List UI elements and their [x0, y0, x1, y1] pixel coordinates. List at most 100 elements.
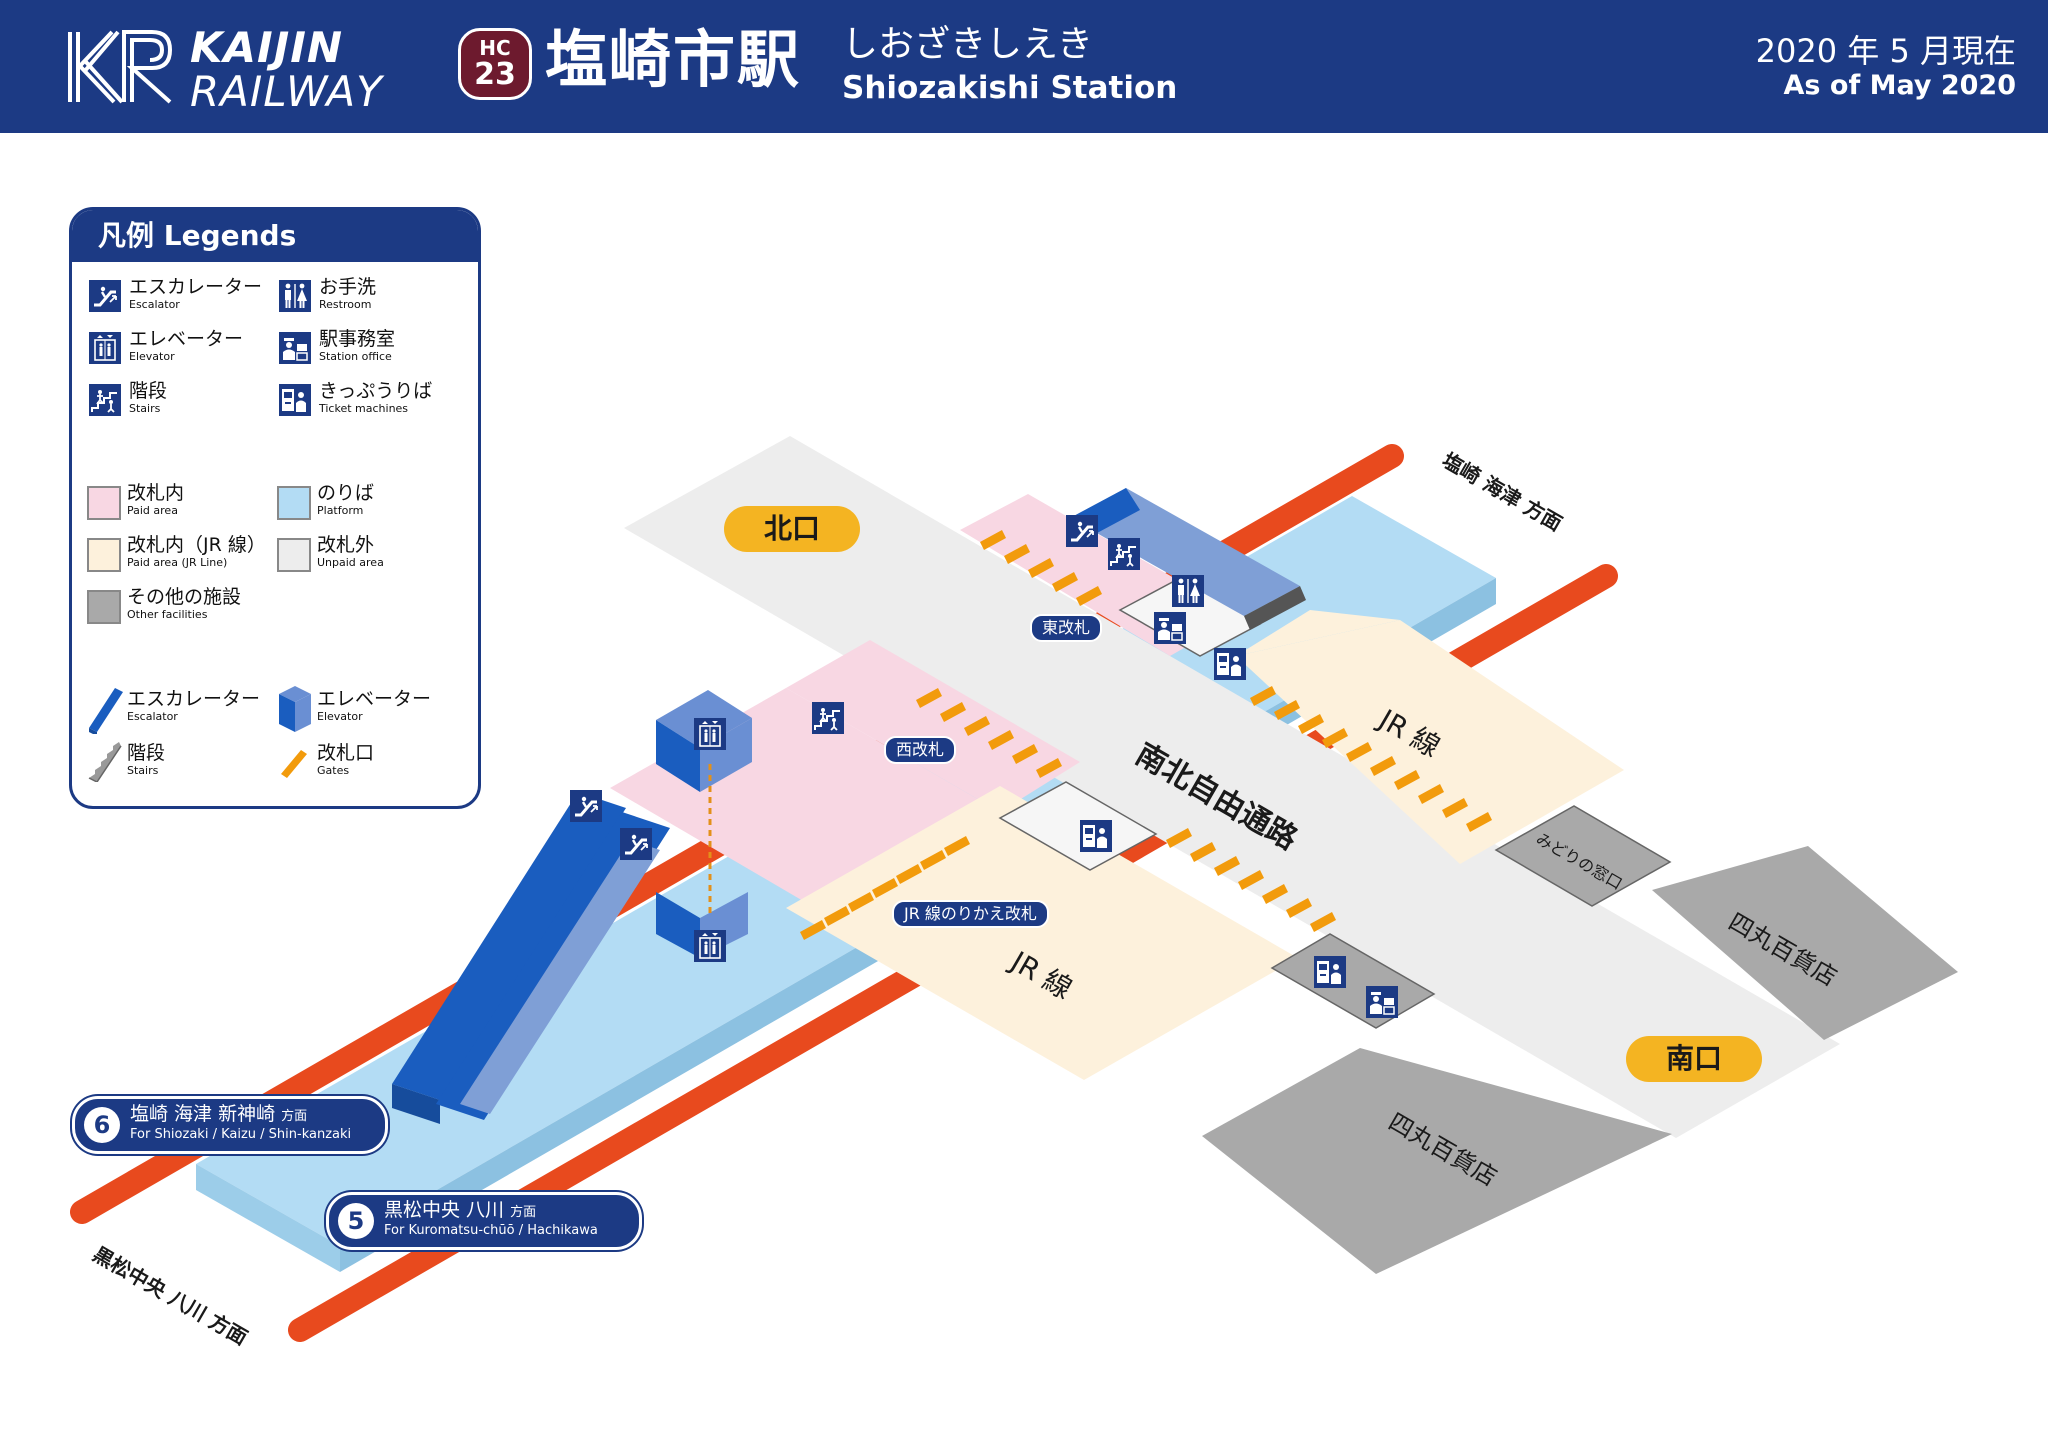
gate-row-jr-transfer — [800, 836, 970, 940]
escalator-2-rail — [460, 840, 660, 1114]
date-jp: 2020 年 5 月現在 — [1755, 32, 2016, 70]
header-bar: KAIJIN RAILWAY HC 23 塩崎市駅 しおざきしえき Shioza… — [0, 0, 2048, 133]
legend-other-en: Other facilities — [127, 608, 208, 621]
legend-stairs-model-en: Stairs — [127, 764, 159, 777]
legend-platform-jp: のりば — [317, 482, 375, 504]
legend-elev-model-jp: エレベーター — [317, 688, 432, 710]
platform-5-dest-jp: 黒松中央 八川 — [384, 1199, 505, 1221]
station-name-en: Shiozakishi Station — [842, 70, 1178, 106]
platform-5-dest-en: For Kuromatsu-chūō / Hachikawa — [384, 1223, 598, 1238]
platform-5-dest: 黒松中央 八川 方面 — [384, 1199, 536, 1224]
legend-gates-jp: 改札口 — [317, 742, 375, 764]
legend-restroom-en: Restroom — [319, 298, 372, 311]
dept-store-east — [1652, 846, 1958, 1040]
station-number-badge: HC 23 — [458, 28, 532, 100]
legend-paid-jp: 改札内 — [127, 482, 185, 504]
legend-gates-en: Gates — [317, 764, 350, 777]
legend-elevator-jp: エレベーター — [129, 328, 244, 350]
platform-5-tag: 5 黒松中央 八川 方面 For Kuromatsu-chūō / Hachik… — [326, 1192, 642, 1250]
platform-6-number: 6 — [84, 1107, 120, 1143]
ticket-machine-icon — [1214, 648, 1246, 680]
legend-paid-en: Paid area — [127, 504, 178, 517]
legend-stairs-en: Stairs — [129, 402, 161, 415]
elevator-icon — [694, 718, 726, 750]
paid-area-west-2 — [786, 640, 1080, 812]
escalator-1-side — [392, 1084, 440, 1124]
date-en: As of May 2020 — [1783, 70, 2016, 101]
ticket-area-box — [998, 781, 1158, 871]
escalator-icon — [570, 790, 602, 822]
legend-elevator-en: Elevator — [129, 350, 175, 363]
gate-model-icon — [281, 750, 307, 778]
west-gate-label: 西改札 — [884, 736, 957, 764]
jr-paid-area-south — [786, 786, 1298, 1080]
legend-restroom-jp: お手洗 — [319, 276, 377, 298]
escalator-1 — [392, 792, 626, 1100]
jr-transfer-gate-label: JR 線のりかえ改札 — [892, 900, 1049, 928]
stairs-icon — [89, 384, 121, 416]
gate-row-jr-south — [1166, 828, 1336, 932]
gate-row-west — [916, 688, 1062, 778]
station-office-icon — [279, 332, 311, 364]
station-number: 23 — [474, 57, 516, 92]
escalator-model-icon — [89, 688, 123, 734]
platform-6-suffix: 方面 — [281, 1109, 308, 1124]
jr-paid-area-north-2 — [1236, 610, 1400, 656]
legend-paid-jr-jp: 改札内（JR 線） — [127, 534, 266, 556]
midori-window-box — [1494, 805, 1672, 907]
legend-panel: 凡例 Legends エスカレーター Escalator お手洗 Restroo… — [69, 207, 481, 809]
legend-unpaid-jp: 改札外 — [317, 534, 375, 556]
concourse-unpaid-area — [624, 436, 1840, 1138]
legend-ticket-jp: きっぷうりば — [319, 380, 433, 402]
legend-elev-model-en: Elevator — [317, 710, 363, 723]
legend-office-en: Station office — [319, 350, 392, 363]
elevator-icon — [694, 930, 726, 962]
platform-5-suffix: 方面 — [510, 1205, 537, 1220]
brand-line1: KAIJIN — [190, 23, 344, 72]
legend-stairs-jp: 階段 — [129, 380, 168, 402]
station-name-kana: しおざきしえき — [842, 24, 1093, 65]
east-gate-label: 東改札 — [1030, 614, 1103, 642]
elevator-icon — [89, 332, 121, 364]
kaijin-railway-logo-icon — [68, 30, 173, 104]
legend-office-jp: 駅事務室 — [319, 328, 396, 350]
south-exit-label: 南口 — [1626, 1036, 1762, 1082]
legend-ticket-en: Ticket machines — [319, 402, 409, 415]
legend-esc-model-en: Escalator — [127, 710, 178, 723]
platform-swatch — [277, 486, 311, 520]
escalator-icon — [1066, 515, 1098, 547]
legend-paid-jr-en: Paid area (JR Line) — [127, 556, 228, 569]
north-exit-label: 北口 — [724, 506, 860, 552]
platform-island-side — [196, 1164, 340, 1272]
legend-escalator-jp: エスカレーター — [129, 276, 263, 298]
station-line-code: HC — [479, 36, 511, 60]
stairs-icon — [1108, 538, 1140, 570]
restroom-icon — [1172, 575, 1204, 607]
legend-title: 凡例 Legends — [72, 210, 478, 262]
brand-line2: RAILWAY — [190, 67, 383, 116]
platform-6-dest-en: For Shiozaki / Kaizu / Shin-kanzaki — [130, 1127, 352, 1142]
platform-6-tag: 6 塩崎 海津 新神崎 方面 For Shiozaki / Kaizu / Sh… — [72, 1096, 388, 1154]
paid-area-swatch — [87, 486, 121, 520]
jr-paid-area-north — [1236, 620, 1624, 864]
legend-esc-model-jp: エスカレーター — [127, 688, 261, 710]
dept-store-south — [1202, 1048, 1672, 1274]
gate-row-east — [980, 530, 1102, 606]
legend-stairs-model-jp: 階段 — [127, 742, 166, 764]
station-office-icon — [1366, 986, 1398, 1018]
station-office-icon — [1154, 612, 1186, 644]
legend-other-jp: その他の施設 — [127, 586, 242, 608]
station-name-jp: 塩崎市駅 — [545, 23, 802, 96]
gate-row-jr-north — [1250, 686, 1492, 832]
stairs-model-icon — [88, 742, 122, 782]
ticket-machine-icon — [1080, 820, 1112, 852]
platform-escalators — [392, 792, 670, 1124]
escalator-icon — [89, 280, 121, 312]
legend-unpaid-en: Unpaid area — [317, 556, 384, 569]
ticket-machine-icon — [1314, 956, 1346, 988]
paid-area-jr-swatch — [87, 538, 121, 572]
stairs-icon — [812, 702, 844, 734]
unpaid-area-swatch — [277, 538, 311, 572]
legend-escalator-en: Escalator — [129, 298, 180, 311]
elevator-model-icon — [279, 686, 311, 732]
